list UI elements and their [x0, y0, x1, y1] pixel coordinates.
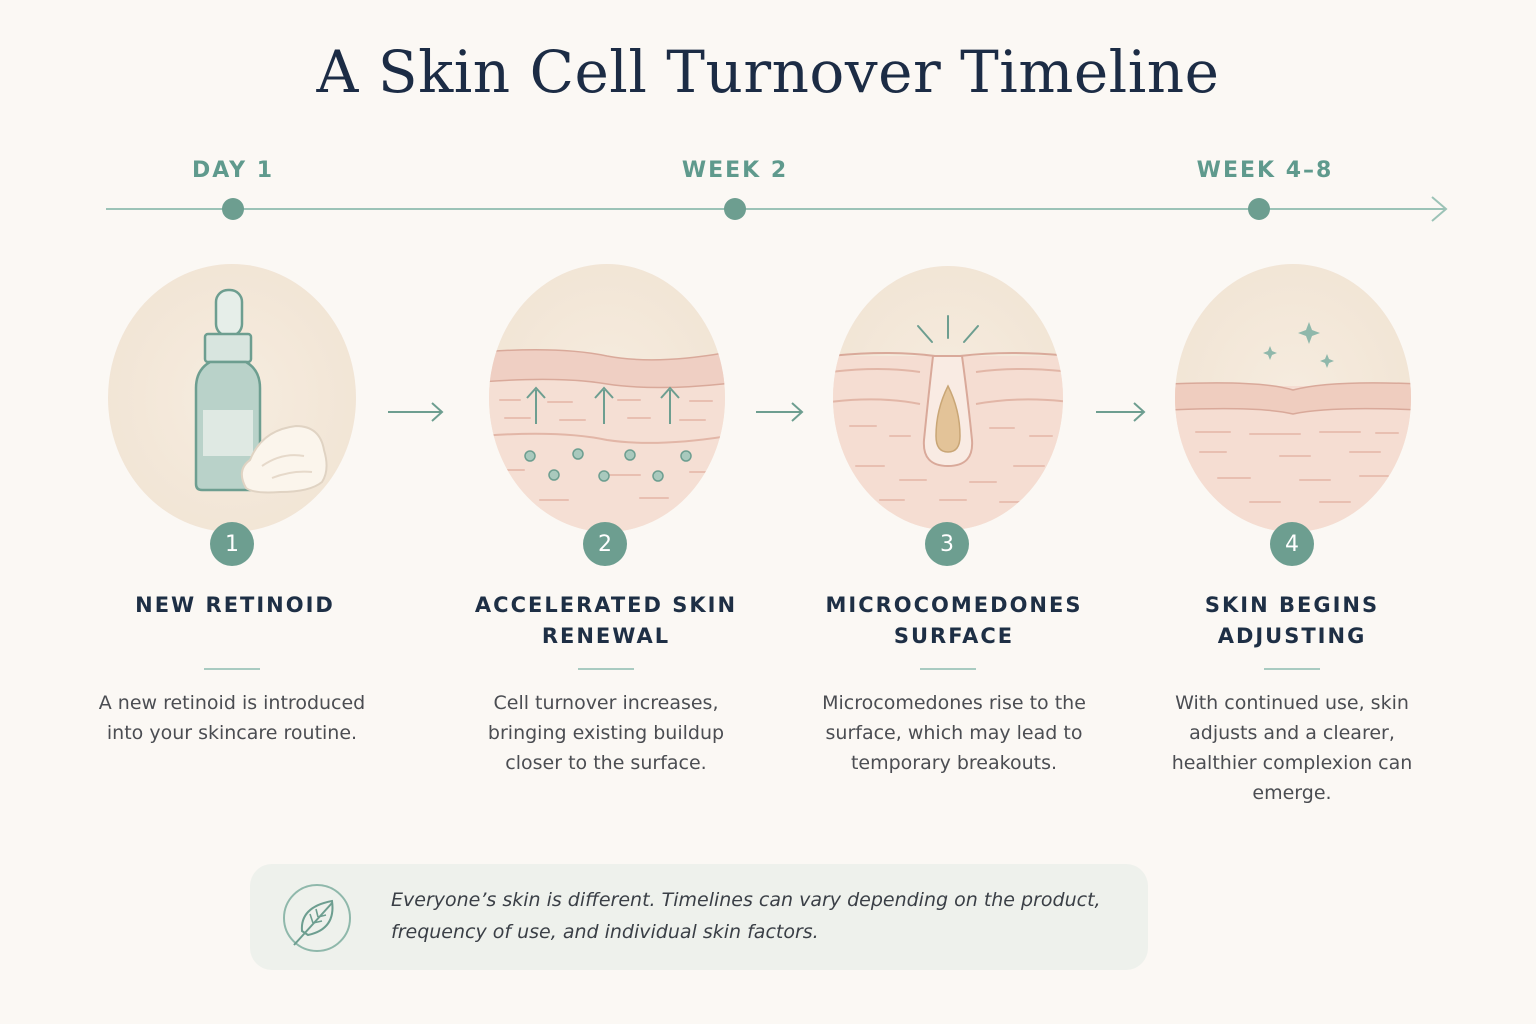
disclaimer-note: Everyone’s skin is different. Timelines …	[250, 864, 1148, 970]
step-number-badge: 3	[925, 522, 969, 566]
divider	[1264, 668, 1320, 670]
step-description: With continued use, skin adjusts and a c…	[1171, 692, 1413, 804]
skin-renewal-icon	[489, 264, 725, 532]
sparkle-icon	[1263, 322, 1334, 368]
disclaimer-text: Everyone’s skin is different. Timelines …	[391, 889, 1101, 943]
timeline-arrowhead-icon	[1431, 196, 1448, 222]
step-title: ACCELERATED SKIN RENEWAL	[474, 593, 738, 648]
step-description: A new retinoid is introduced into your s…	[98, 692, 366, 744]
timeline-label-week-4-8: WEEK 4–8	[1196, 158, 1334, 183]
step-number-badge: 1	[210, 522, 254, 566]
timeline: DAY 1 WEEK 2 WEEK 4–8	[0, 0, 1536, 260]
timeline-dot	[1248, 198, 1270, 220]
step-title: SKIN BEGINS ADJUSTING	[1204, 593, 1380, 648]
leaf-icon	[283, 884, 351, 952]
step-title: MICROCOMEDONES SURFACE	[825, 593, 1083, 648]
divider	[578, 668, 634, 670]
microcomedone-icon	[833, 266, 1063, 530]
timeline-label-day-1: DAY 1	[191, 158, 275, 183]
divider	[204, 668, 260, 670]
timeline-dot	[724, 198, 746, 220]
timeline-line	[106, 196, 1448, 222]
step-number-badge: 4	[1270, 522, 1314, 566]
retinoid-bottle-icon	[108, 264, 356, 532]
step-illustrations	[108, 264, 1411, 532]
divider	[920, 668, 976, 670]
step-description: Cell turnover increases, bringing existi…	[487, 692, 725, 774]
step-title: NEW RETINOID	[135, 593, 335, 617]
timeline-label-week-2: WEEK 2	[681, 158, 789, 183]
page-title: A Skin Cell Turnover Timeline	[316, 38, 1220, 106]
step-arrow-icon	[388, 402, 1146, 422]
step-number-badge: 2	[583, 522, 627, 566]
healthy-skin-icon	[1175, 264, 1411, 532]
timeline-dot	[222, 198, 244, 220]
step-description: Microcomedones rise to the surface, whic…	[822, 692, 1086, 774]
